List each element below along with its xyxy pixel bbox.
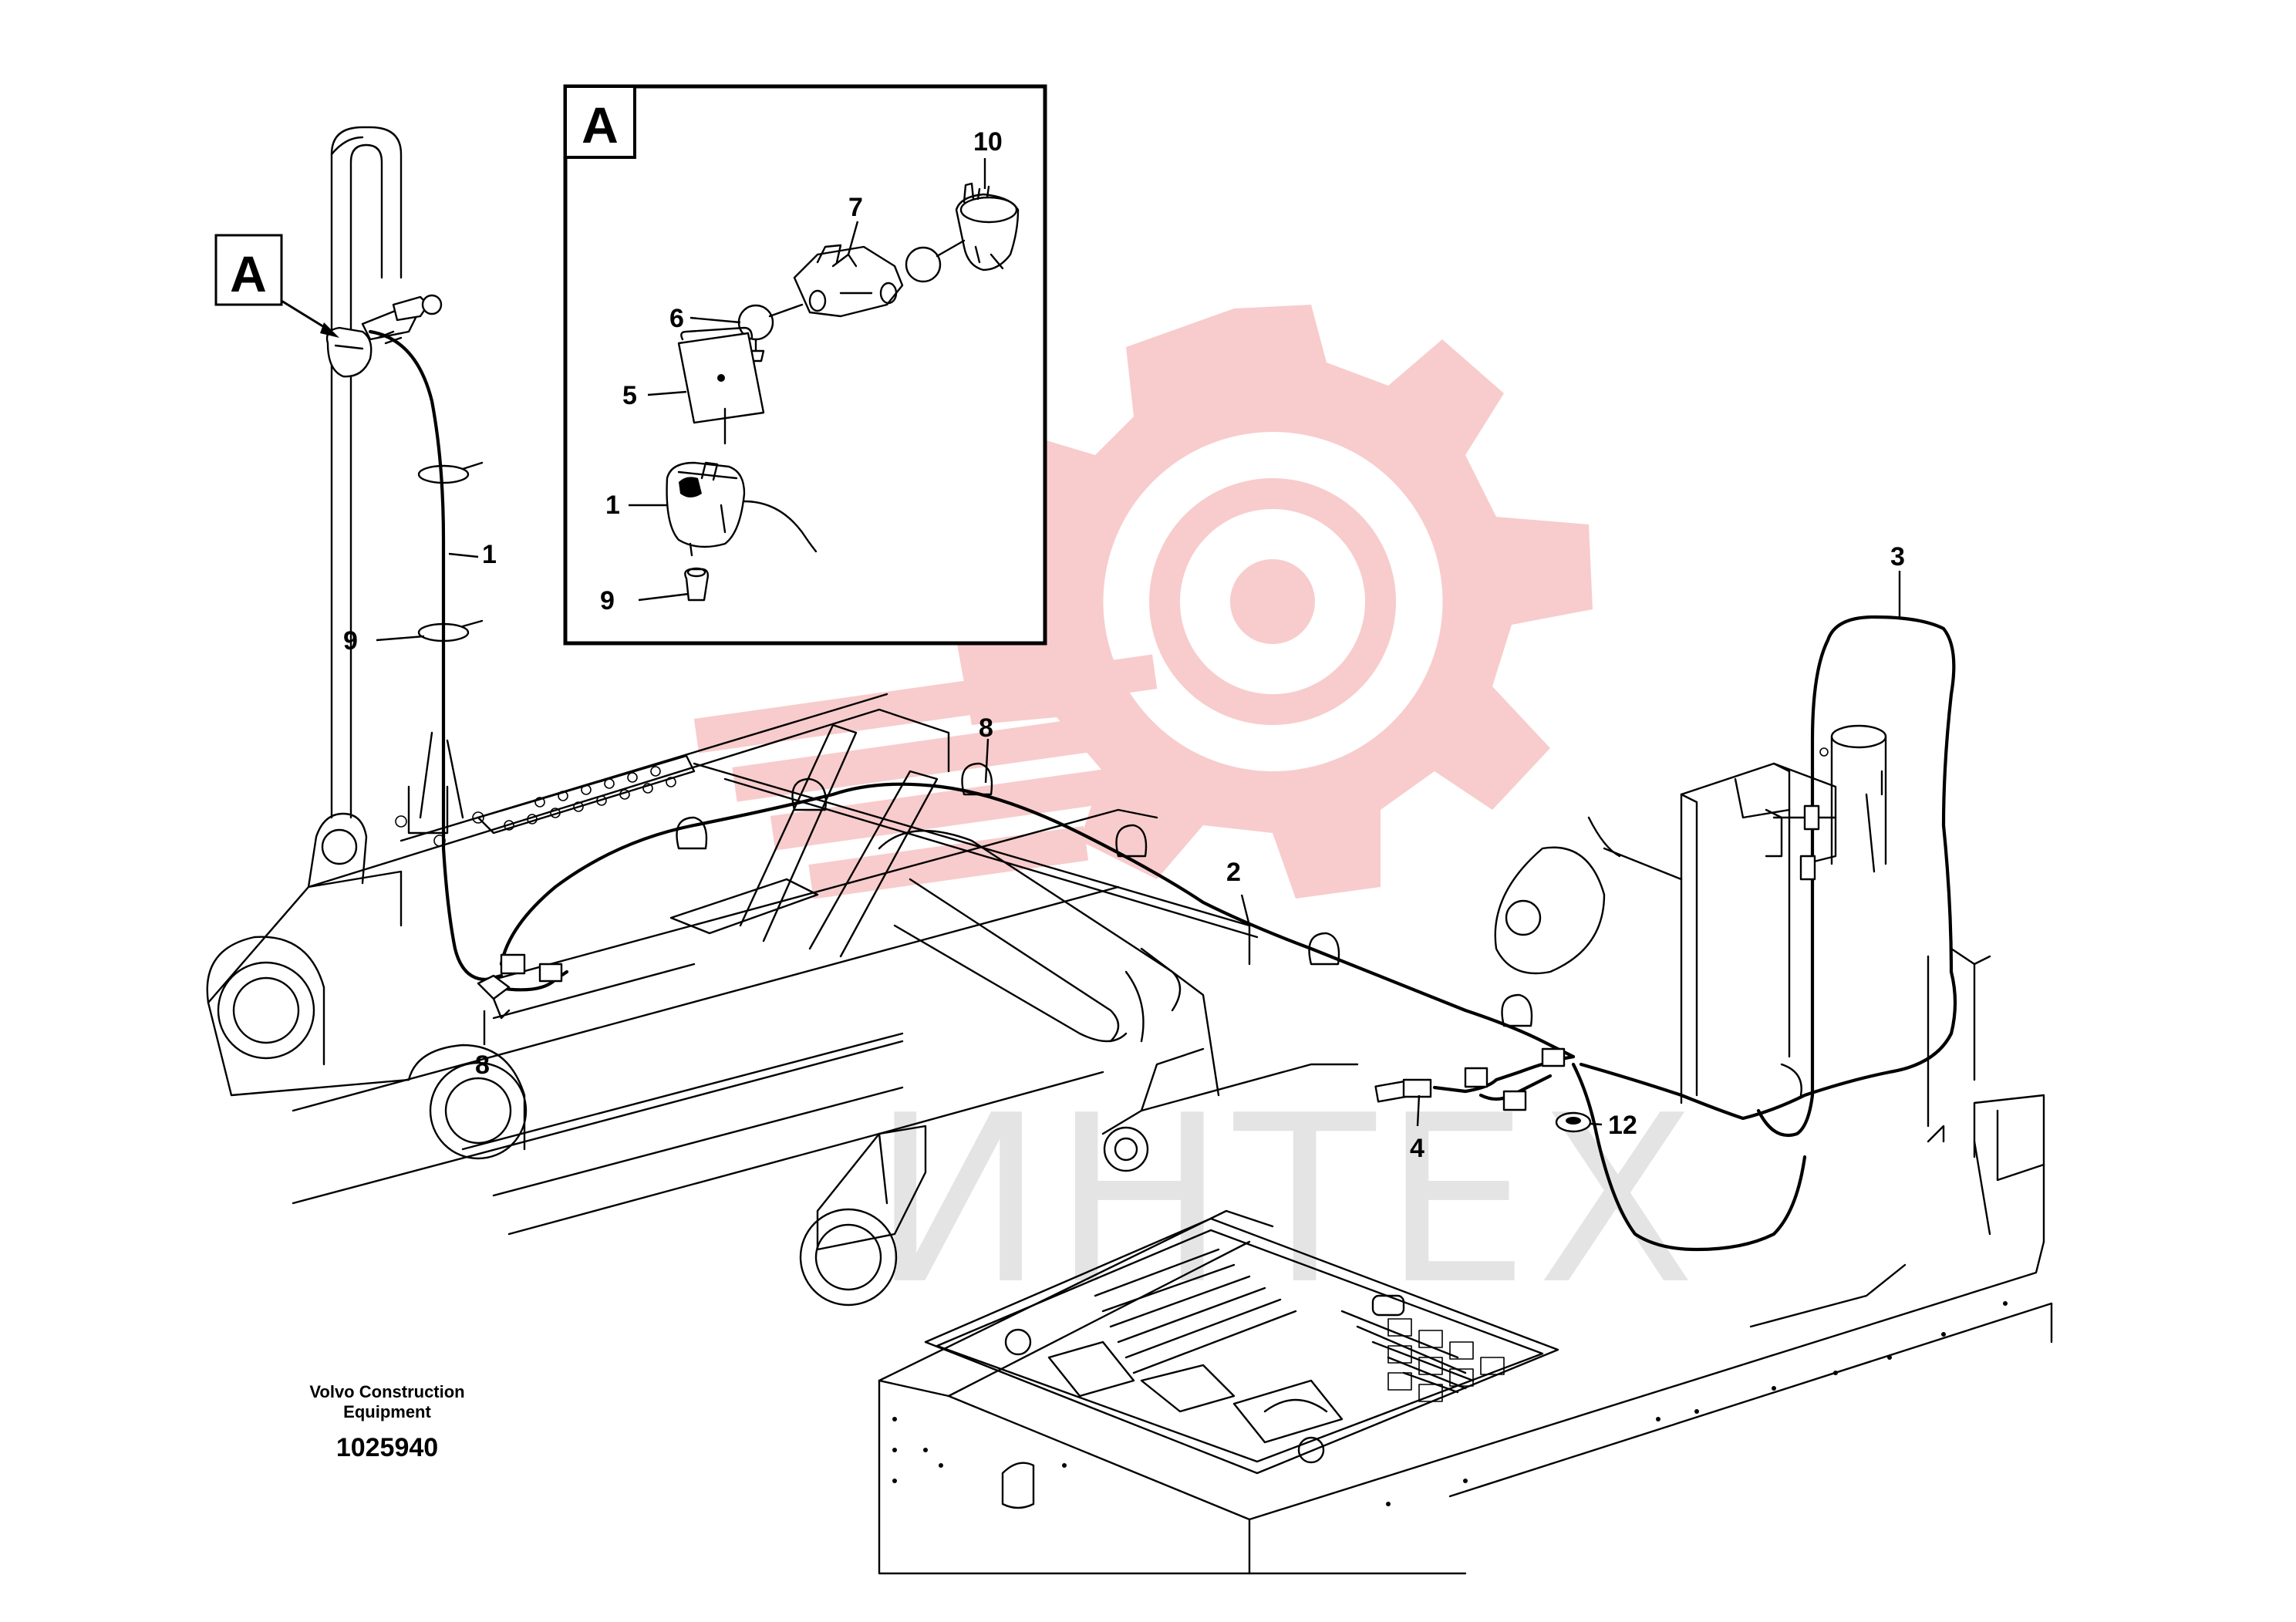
right-post <box>1494 724 1887 1104</box>
part-10-screw <box>684 567 710 602</box>
watermark-text: ИНТЕХ <box>872 1066 1703 1335</box>
callout-2: 2 <box>1226 858 1241 887</box>
part-7-clamp <box>793 244 904 318</box>
callout-1: 1 <box>482 540 497 569</box>
callout-3: 3 <box>1890 542 1905 572</box>
detail-view-label: A <box>582 96 619 153</box>
grommet-12 <box>1555 1111 1592 1133</box>
caption-drawing-number: 1025940 <box>336 1433 438 1462</box>
deck-bolt-row <box>504 766 676 831</box>
panel-rivets <box>892 1301 2008 1506</box>
frame-structure <box>206 693 1359 1307</box>
callout-8: 8 <box>475 1050 490 1080</box>
cab-floor-platform <box>878 947 2053 1575</box>
ball-joint-upper <box>905 246 942 283</box>
detail-view-a: A <box>563 84 1047 646</box>
caption-company-line2: Equipment <box>343 1402 431 1421</box>
watermark-gear-logo <box>693 305 1593 899</box>
callout-1-detail: 1 <box>605 491 620 520</box>
cable-3 <box>1579 615 1957 1138</box>
connector-4 <box>1374 1047 1566 1111</box>
cable-1 <box>368 329 504 982</box>
callout-12: 12 <box>1608 1111 1637 1140</box>
callout-9a: 9 <box>343 626 358 656</box>
callout-10: 9 <box>600 586 615 615</box>
part-11-housing <box>955 182 1020 271</box>
connector-8 <box>477 953 563 1020</box>
leader-lines <box>376 158 1901 1127</box>
view-a-marker: A <box>214 234 339 338</box>
callout-11: 10 <box>973 127 1003 157</box>
callout-4: 4 <box>1410 1134 1424 1163</box>
callout-6: 6 <box>669 304 684 333</box>
pivot-lug-upper <box>307 812 368 889</box>
part-5-plate <box>677 326 765 424</box>
cable-loop-12 <box>1571 1062 1807 1252</box>
callout-7: 7 <box>848 193 863 222</box>
caption-company-line1: Volvo Construction <box>309 1382 464 1401</box>
callout-9b: 8 <box>979 713 993 743</box>
center-curved-members <box>878 829 1220 1097</box>
callout-5: 5 <box>622 381 637 410</box>
pivot-lug-left <box>206 936 325 1066</box>
pivot-lug-center <box>407 1044 528 1160</box>
handrail-post <box>330 126 403 819</box>
cable-ties <box>417 461 1829 1097</box>
view-a-marker-label: A <box>230 245 267 302</box>
floor-mat <box>924 1217 1559 1475</box>
caption-block: Volvo Construction Equipment 1025940 <box>309 1382 464 1462</box>
callout-labels: 10 7 6 5 1 9 1 9 8 2 3 4 12 8 <box>343 127 1905 1163</box>
part-1-camera <box>666 461 818 557</box>
cable-2 <box>499 782 1576 1059</box>
